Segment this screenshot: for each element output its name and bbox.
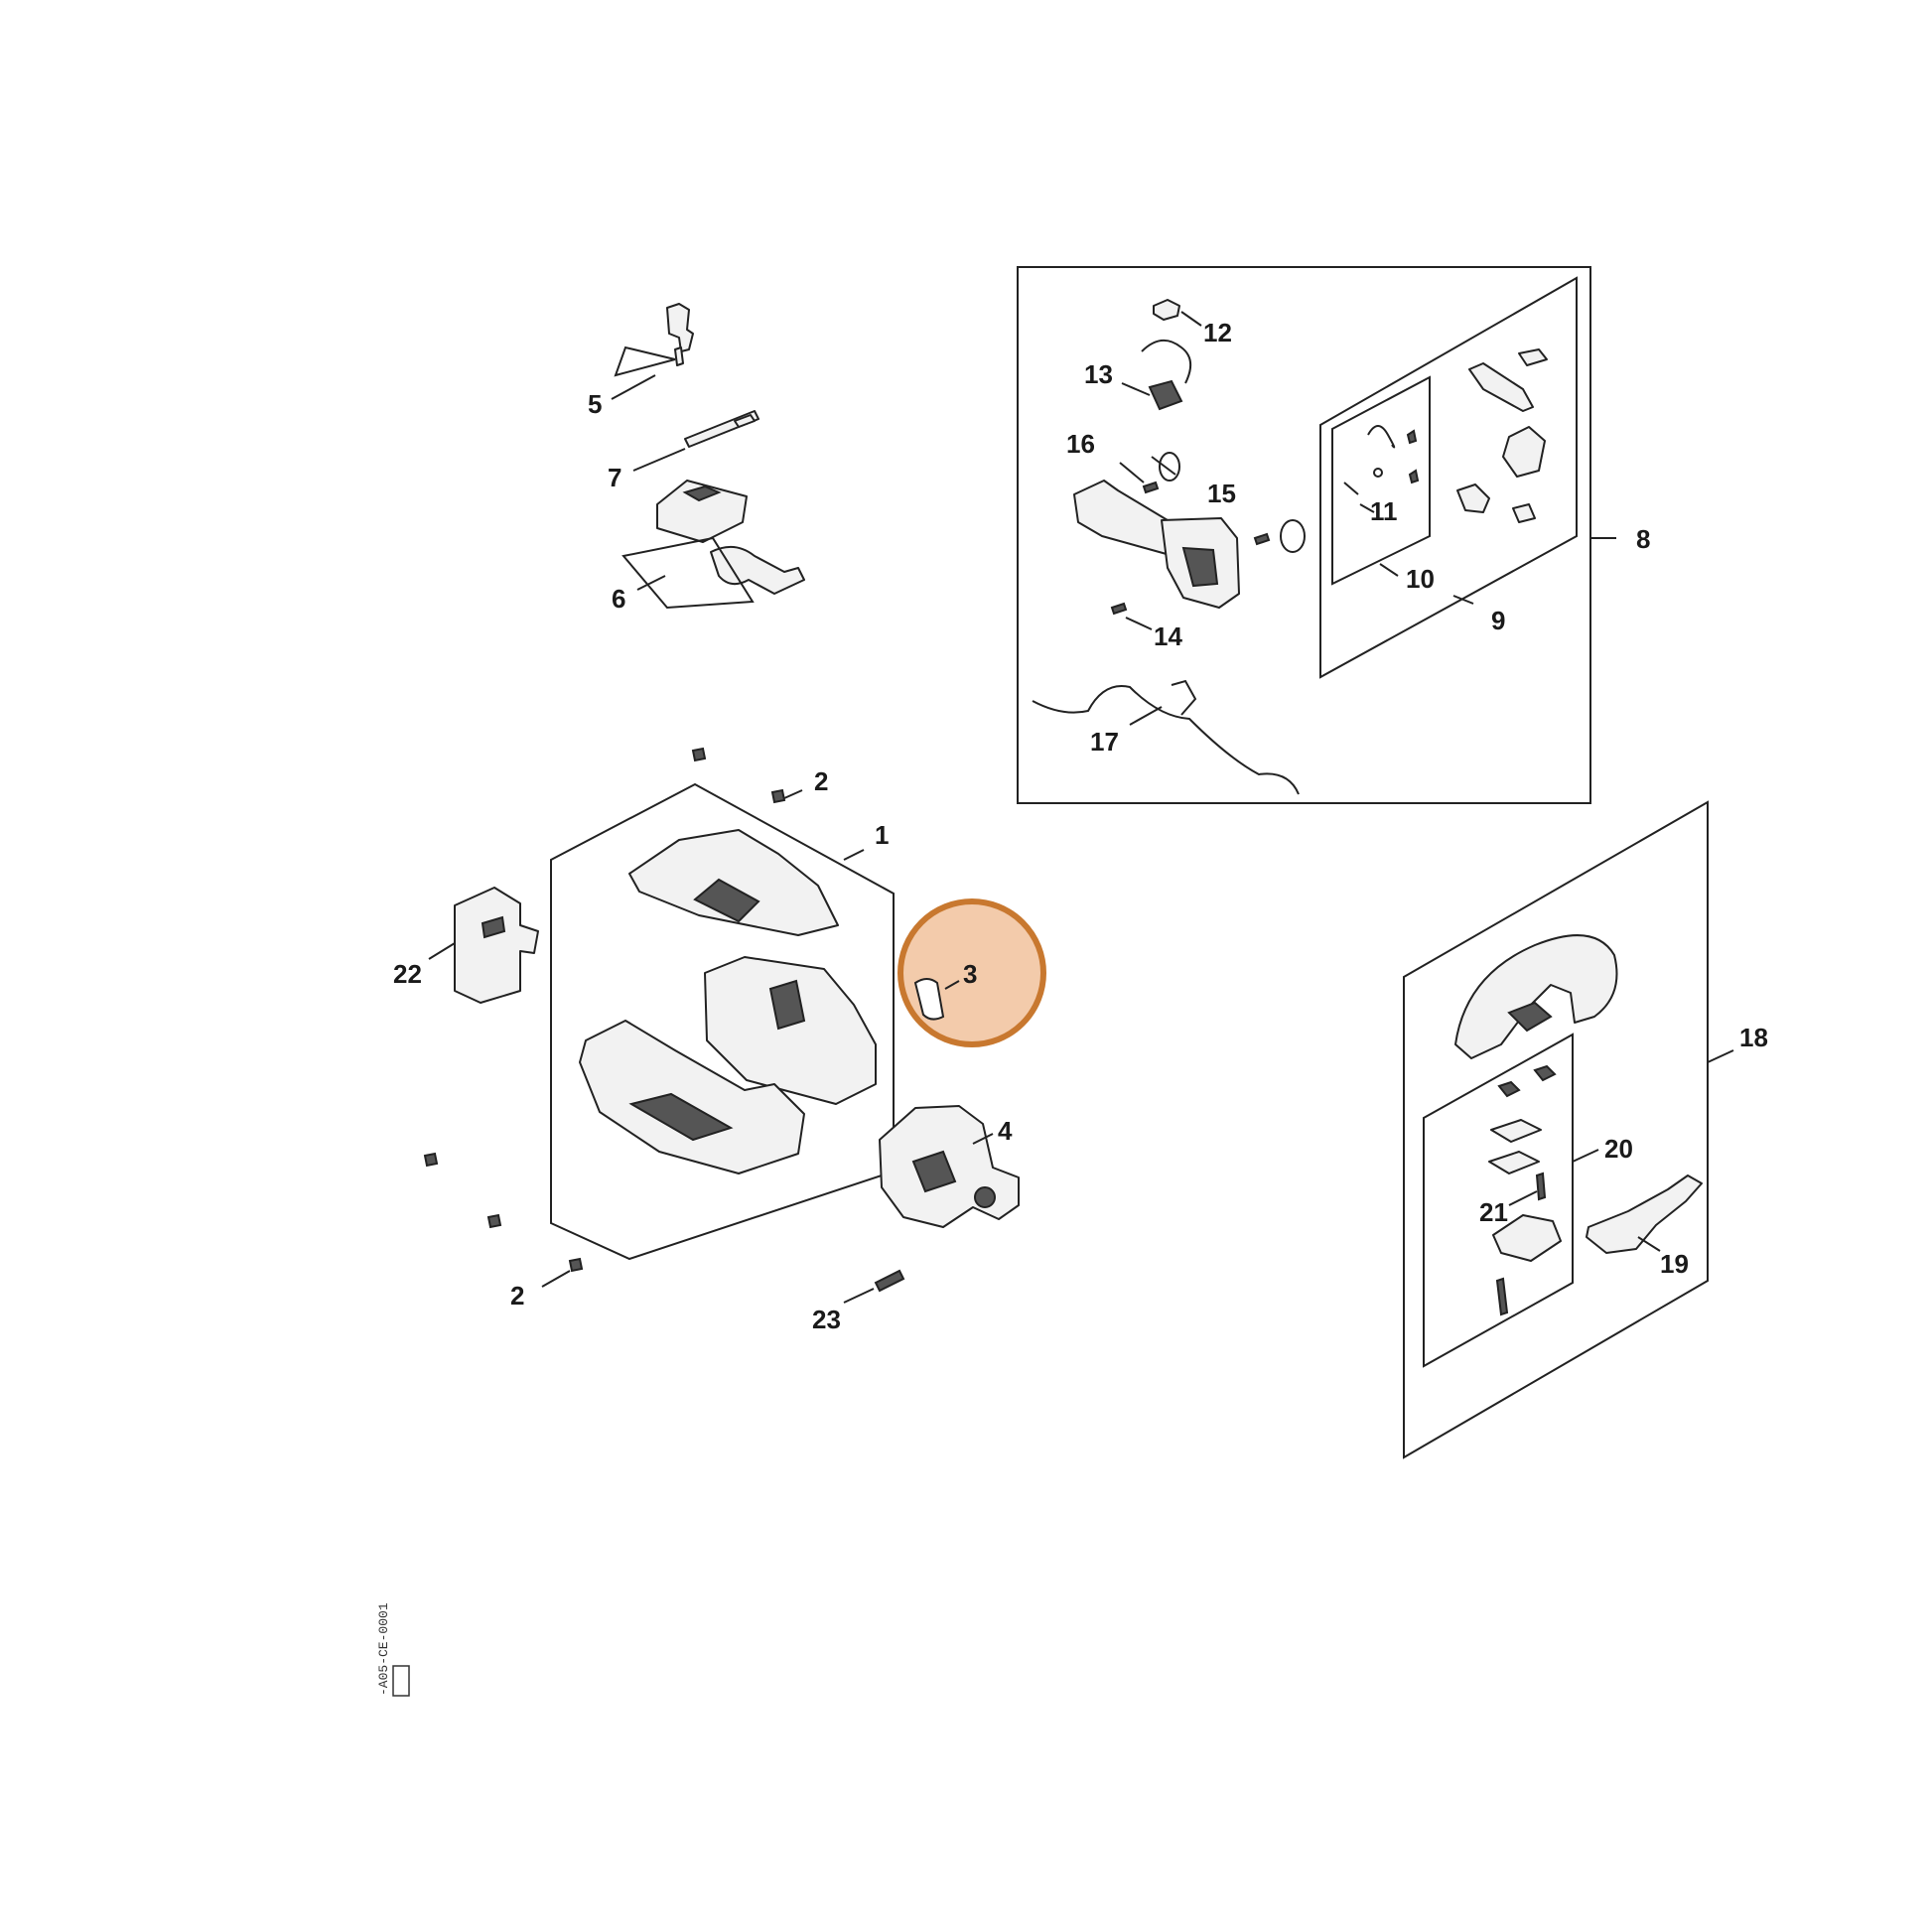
screw-10-part [1406,429,1418,445]
bolt-2-part [1535,1172,1547,1201]
screw-14-part [1110,602,1128,616]
housing-assembly [423,747,1046,1304]
pin-11-part [1343,482,1359,495]
callout-19[interactable]: 19 [1660,1249,1689,1279]
screw-small-part [1253,532,1271,546]
screw-2a-part [770,788,786,804]
bracket-part [1518,348,1548,366]
callout-10[interactable]: 10 [1406,564,1435,594]
callout-labels: 1 2 2 3 4 5 6 7 8 9 10 11 12 13 14 15 16… [393,318,1768,1334]
callout-4[interactable]: 4 [998,1116,1013,1146]
clip-part [1153,299,1180,321]
nut-2-part [1533,1064,1557,1082]
loop-handle-part [1454,934,1618,1059]
callout-2-top[interactable]: 2 [814,766,828,796]
callout-8[interactable]: 8 [1636,524,1650,554]
side-cover-part [454,887,539,1004]
ring-part-2 [1280,519,1306,553]
screw-2b-part [568,1257,584,1273]
drawing-reference: -A05-CE-0001 [376,1602,410,1697]
callout-18[interactable]: 18 [1739,1023,1768,1052]
callout-15[interactable]: 15 [1207,479,1236,508]
clamp-body-part [1492,1214,1562,1262]
trigger-part [1502,426,1546,478]
screw-left2-part [486,1213,502,1229]
front-housing-part [579,1020,805,1174]
pin-part [684,410,759,448]
callout-5[interactable]: 5 [588,389,602,419]
switch-assembly-part [621,480,805,610]
screw-top-part [691,747,707,762]
callout-2-bottom[interactable]: 2 [510,1281,524,1311]
barrier-bar-part [1586,1174,1703,1254]
callout-9[interactable]: 9 [1491,606,1505,635]
callout-3[interactable]: 3 [963,959,977,989]
rear-housing-slot [768,979,806,1031]
trigger-lock-part [1456,483,1490,513]
callout-11[interactable]: 11 [1370,496,1398,526]
drawing-ref-text: -A05-CE-0001 [376,1602,391,1696]
screw-left1-part [423,1152,439,1168]
housing-logo-badge [628,1092,734,1142]
rear-housing-part [704,956,877,1105]
callout-14[interactable]: 14 [1154,621,1182,651]
callout-17[interactable]: 17 [1090,727,1119,757]
loop-handle-mount [1507,1001,1553,1033]
callout-12[interactable]: 12 [1203,318,1232,347]
top-cover-part [628,829,839,936]
motor-gear [911,1150,957,1193]
label-part [913,978,945,1021]
switch-lever-part [614,303,694,377]
screw-23-part [874,1269,905,1293]
callout-22[interactable]: 22 [393,959,422,989]
motor-bearing [974,1186,996,1208]
loop-handle-box [1403,800,1734,1459]
lever-part [1468,362,1534,412]
callout-16[interactable]: 16 [1066,429,1095,459]
rear-handle-part [1073,480,1240,609]
spring-small-part [1373,468,1383,478]
trigger-small-part [1512,503,1536,523]
callout-7[interactable]: 7 [608,463,621,492]
clamp-plate-part [1490,1119,1542,1143]
handle-assembly-box [1017,266,1616,804]
bolt-part [1495,1277,1509,1316]
part-group-5-7-6 [611,303,805,610]
callout-21[interactable]: 21 [1479,1197,1508,1227]
callout-1[interactable]: 1 [875,820,889,850]
nut-part [1497,1080,1521,1098]
clamp-plate-2-part [1488,1151,1540,1174]
callout-20[interactable]: 20 [1604,1134,1633,1164]
ring-part [1159,452,1180,482]
callout-23[interactable]: 23 [812,1305,841,1334]
side-cover-slot [481,915,506,939]
microswitch-part [1141,340,1192,411]
cable-part [1032,685,1300,795]
spring-part [1367,425,1396,449]
callout-6[interactable]: 6 [612,584,625,614]
screw-10b-part [1408,469,1420,484]
screw-16-part [1142,481,1160,494]
callout-13[interactable]: 13 [1084,359,1113,389]
top-cover-grip [693,878,760,923]
